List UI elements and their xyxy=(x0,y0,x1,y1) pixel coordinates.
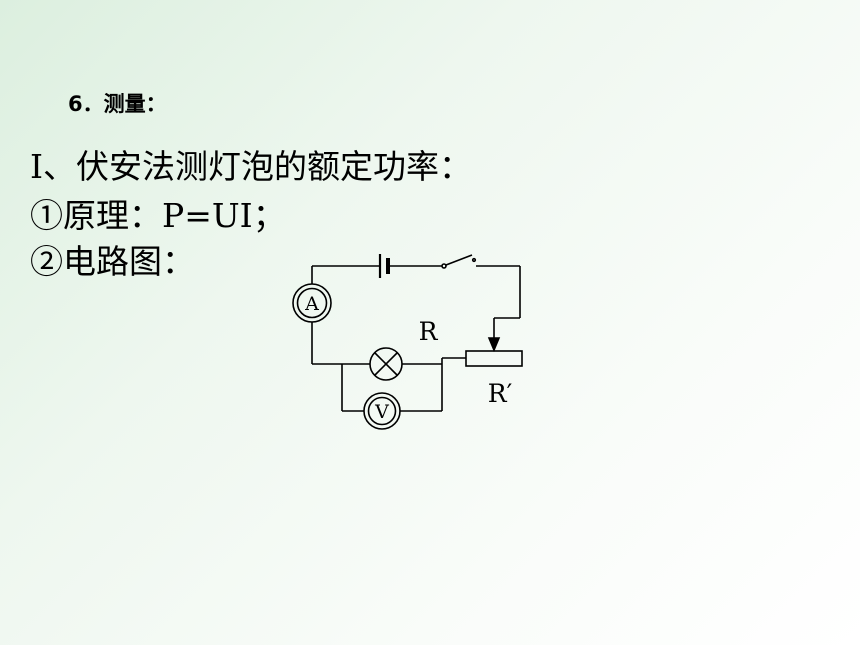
switch-contact xyxy=(471,257,477,263)
ammeter-inner-ring xyxy=(296,287,328,319)
voltmeter-inner-ring xyxy=(367,396,397,426)
circuit-diagram: A V R R′ xyxy=(292,254,523,430)
switch-pivot xyxy=(441,263,447,269)
resistor-label: R xyxy=(419,317,439,346)
topic-title: Ⅰ、伏安法测灯泡的额定功率： xyxy=(30,147,473,186)
diagram-caption: ②电路图： xyxy=(30,242,195,281)
slider-arrow xyxy=(487,337,501,353)
voltmeter-label: V xyxy=(374,401,389,423)
lamp-cross-2 xyxy=(374,352,398,376)
section-heading: 6．测量： xyxy=(68,92,167,116)
switch-lever xyxy=(445,254,473,266)
rheostat-body xyxy=(465,350,523,367)
principle-line: ①原理：P=UI； xyxy=(30,196,286,235)
rheostat-label: R′ xyxy=(488,379,513,408)
ammeter-label: A xyxy=(304,293,319,315)
